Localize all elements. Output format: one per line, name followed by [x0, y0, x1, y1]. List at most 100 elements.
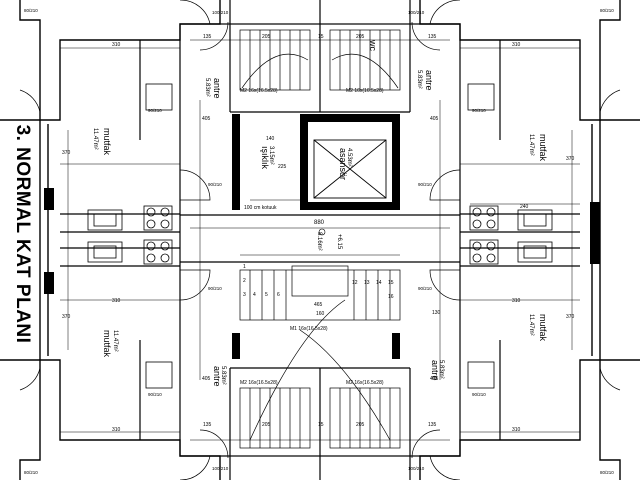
- room-name-mutfak: mutfak: [102, 128, 112, 156]
- step-number: 5: [265, 292, 268, 298]
- door-label: 90/210: [208, 286, 222, 291]
- room-area: 11.47m²: [112, 330, 118, 352]
- room-name-antre: antre: [424, 70, 434, 91]
- room-area: 11.47m²: [528, 314, 534, 336]
- step-number: 13: [364, 280, 370, 286]
- dim-label: 205: [262, 34, 271, 40]
- step-number: 12: [352, 280, 358, 286]
- step-number: 15: [388, 280, 394, 286]
- room-area: 3.15m²: [268, 146, 274, 165]
- hall-area: 8.16m²: [316, 232, 322, 251]
- dim-label: 310: [512, 42, 521, 48]
- interior-walls: [60, 0, 580, 480]
- dimension-lines: [60, 39, 580, 441]
- door-label: 100/210: [408, 466, 425, 471]
- level-marker-icon: [318, 228, 326, 236]
- plan-title: 3. NORMAL KAT PLANI: [12, 124, 33, 344]
- dim-label: 370: [62, 314, 71, 320]
- door-label: 100/210: [408, 10, 425, 15]
- step-number: 2: [243, 278, 246, 284]
- stair-label: M2 16x(16.5x28): [240, 380, 278, 386]
- room-name-mutfak: mutfak: [538, 314, 548, 342]
- door-label: 90/210: [208, 182, 222, 187]
- door-label: 80/210: [600, 470, 614, 475]
- room-area: 11.47m²: [528, 134, 534, 156]
- dim-label: 310: [112, 427, 121, 433]
- kotu-note: 100 cm kotuuk: [244, 205, 277, 211]
- dim-label: 405: [202, 116, 211, 122]
- dim-label: 465: [314, 302, 323, 308]
- room-name-asansor: asansör: [338, 148, 348, 180]
- dim-label: 370: [62, 150, 71, 156]
- dim-label: 135: [428, 422, 437, 428]
- step-number: 1: [243, 264, 246, 270]
- room-name-antre: antre: [212, 78, 222, 99]
- dim-label: 140: [266, 136, 275, 142]
- room-area: 5.83m²: [204, 78, 210, 97]
- dim-label: 135: [203, 34, 212, 40]
- room-name-mutfak: mutfak: [102, 330, 112, 358]
- dim-label: 225: [278, 164, 287, 170]
- room-area: 5.83m²: [416, 70, 422, 89]
- kitchen-fixtures: [87, 83, 553, 389]
- door-label: 90/210: [148, 392, 162, 397]
- room-name-isiklik: ışıklık: [260, 146, 270, 170]
- dim-label: 135: [203, 422, 212, 428]
- dim-label: 405: [430, 116, 439, 122]
- dim-label: 205: [262, 422, 271, 428]
- step-number: 6: [277, 292, 280, 298]
- step-number: 14: [376, 280, 382, 286]
- dim-label: 370: [566, 156, 575, 162]
- dim-label: 310: [112, 42, 121, 48]
- solid-walls: [44, 114, 600, 359]
- step-number: 4: [253, 292, 256, 298]
- level-mark: +6.15: [336, 234, 342, 250]
- dim-label: 370: [566, 314, 575, 320]
- dim-label: 310: [512, 427, 521, 433]
- dim-label: 130: [432, 310, 441, 316]
- elevator-shaft: [313, 139, 387, 199]
- door-swings: [19, 0, 621, 480]
- room-name-antre: antre: [212, 366, 222, 387]
- door-labels: 80/210 80/210 80/210 80/210 90/210 90/21…: [24, 8, 614, 475]
- room-area: 4.53m²: [346, 148, 352, 167]
- dim-label: 15: [318, 34, 324, 40]
- step-number: 3: [243, 292, 246, 298]
- stair-label: M2 16x(16.5x28): [346, 380, 384, 386]
- dim-label: 205: [356, 422, 365, 428]
- dim-label: 160: [316, 311, 325, 317]
- stair-label: M1 16x(16.5x28): [290, 326, 328, 332]
- room-labels: mutfak 11.47m² mutfak 11.47m² mutfak 11.…: [92, 39, 548, 387]
- door-label: 90/210: [418, 182, 432, 187]
- room-area: 11.47m²: [92, 128, 98, 150]
- door-label: 80/210: [600, 8, 614, 13]
- door-label: 80/210: [24, 8, 38, 13]
- stair-label: M2 16x(16.5x28): [346, 88, 384, 94]
- step-numbers: 1 2 3 4 5 6 12 13 14 15 16: [243, 264, 394, 300]
- dim-label: 205: [356, 34, 365, 40]
- door-label: 90/210: [418, 286, 432, 291]
- door-label: 80/210: [24, 470, 38, 475]
- room-name-antre: antre: [430, 360, 440, 381]
- dim-label: 15: [318, 422, 324, 428]
- door-label: 100/210: [212, 10, 229, 15]
- dimension-labels: 310 310 310 310 310 310 135 205 15 205 1…: [62, 34, 575, 433]
- door-label: 90/210: [472, 108, 486, 113]
- dim-label: 405: [430, 376, 439, 382]
- step-number: 16: [388, 294, 394, 300]
- door-label: 100/210: [212, 466, 229, 471]
- room-area: 5.83m²: [220, 366, 226, 385]
- room-name-wc: wc: [368, 39, 378, 51]
- room-area: 5.83m²: [438, 360, 444, 379]
- door-label: 90/210: [472, 392, 486, 397]
- dim-label: 135: [428, 34, 437, 40]
- dim-label: 310: [112, 298, 121, 304]
- dim-label: 310: [512, 298, 521, 304]
- hall-dimension: 880: [314, 220, 325, 226]
- stair-labels: M2 16x(16.5x28) M2 16x(16.5x28) M1 16x(1…: [240, 88, 384, 386]
- door-label: 90/210: [148, 108, 162, 113]
- room-name-mutfak: mutfak: [538, 134, 548, 162]
- dim-label: 405: [202, 376, 211, 382]
- stair-label: M2 16x(16.5x28): [240, 88, 278, 94]
- dim-label: 240: [520, 204, 529, 210]
